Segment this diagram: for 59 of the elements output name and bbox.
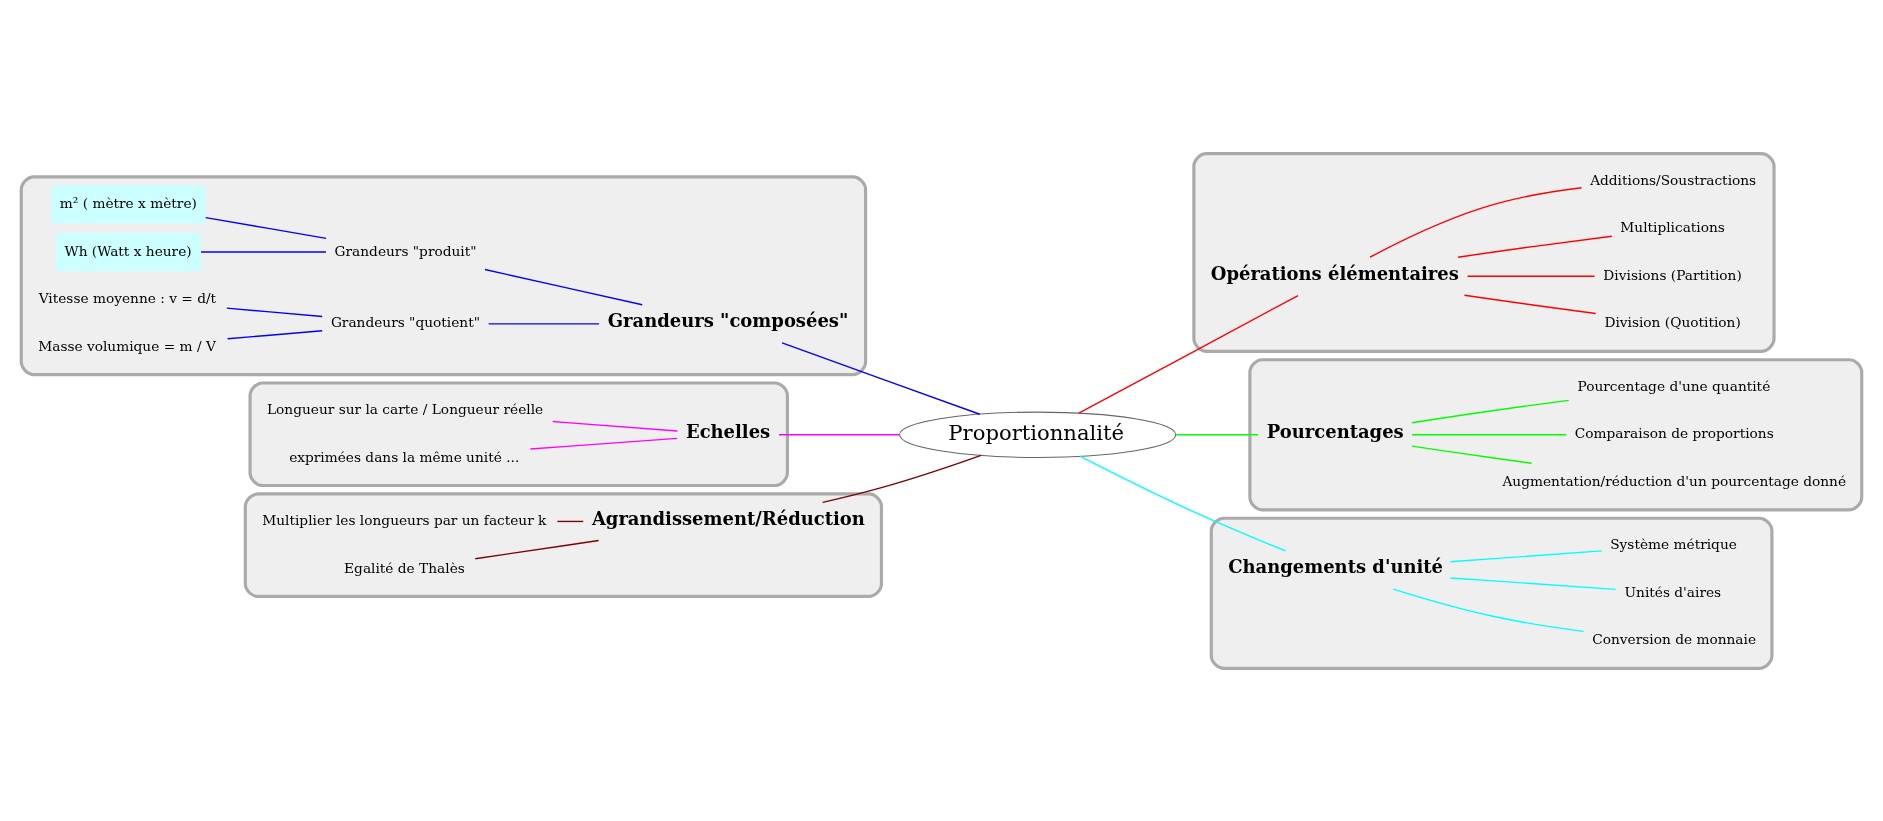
connector: [781, 341, 981, 415]
node-text: Divisions (Partition): [1603, 266, 1742, 283]
node-text: Pourcentage d'une quantité: [1577, 377, 1771, 394]
node-text: Pourcentages: [1266, 420, 1404, 442]
connector: [821, 454, 982, 503]
connector: [200, 250, 327, 253]
cluster: [1209, 516, 1774, 670]
node-text: Longueur sur la carte / Longueur réelle: [266, 400, 544, 417]
node-text: Grandeurs "composées": [607, 309, 849, 331]
node-text: Système métrique: [1610, 535, 1737, 552]
connector: [1449, 549, 1603, 562]
cluster: [1192, 151, 1776, 353]
connector: [1463, 294, 1597, 314]
connector: [1078, 294, 1299, 414]
connector: [778, 433, 901, 435]
connector: [1466, 275, 1596, 277]
node-text: Grandeurs "produit": [334, 242, 477, 259]
node-text: Conversion de monnaie: [1592, 630, 1757, 647]
node-ellipse: Proportionnalité: [899, 411, 1177, 458]
node-text: Unités d'aires: [1624, 583, 1722, 600]
cluster: [1248, 357, 1864, 511]
connector: [205, 216, 327, 239]
node-text: Grandeurs "quotient": [330, 313, 480, 330]
node-text: Opérations élémentaires: [1210, 262, 1459, 284]
connector: [1079, 455, 1287, 552]
connector: [1449, 576, 1617, 590]
node-text: exprimées dans la même unité ...: [289, 448, 520, 465]
connector: [1392, 587, 1585, 632]
cluster: [19, 174, 868, 376]
node-text: Echelles: [685, 420, 771, 442]
node-text: Vitesse moyenne : v = d/t: [38, 289, 217, 306]
connector: [1369, 186, 1583, 258]
connector: [226, 306, 323, 317]
connector: [1457, 235, 1613, 258]
node-text: Division (Quotition): [1604, 313, 1741, 330]
node-box: m² ( mètre x mètre): [51, 184, 206, 223]
node-text: Masse volumique = m / V: [38, 337, 216, 354]
cluster: [243, 491, 884, 598]
connector: [529, 437, 678, 450]
node-text: Augmentation/réduction d'un pourcentage donné: [1502, 472, 1847, 489]
node-text: Multiplier les longueurs par un facteur k: [262, 511, 547, 528]
connector: [1411, 444, 1533, 464]
node-text: Changements d'unité: [1228, 555, 1444, 577]
node-text: Additions/Soustractions: [1590, 171, 1757, 188]
connector: [556, 520, 584, 522]
connector: [484, 268, 643, 305]
node-text: Multiplications: [1620, 218, 1725, 235]
connector: [1411, 399, 1570, 423]
node-text: Comparaison de proportions: [1574, 424, 1774, 441]
connector: [226, 329, 323, 339]
node-text: Agrandissement/Réduction: [591, 507, 865, 529]
connector: [552, 420, 679, 432]
node-text: Egalité de Thalès: [344, 559, 465, 576]
connector: [1175, 433, 1259, 435]
connector: [487, 322, 600, 324]
connector: [1411, 433, 1567, 435]
connector: [474, 539, 600, 559]
cluster: [248, 380, 789, 487]
node-box: Wh (Watt x heure): [56, 232, 201, 271]
